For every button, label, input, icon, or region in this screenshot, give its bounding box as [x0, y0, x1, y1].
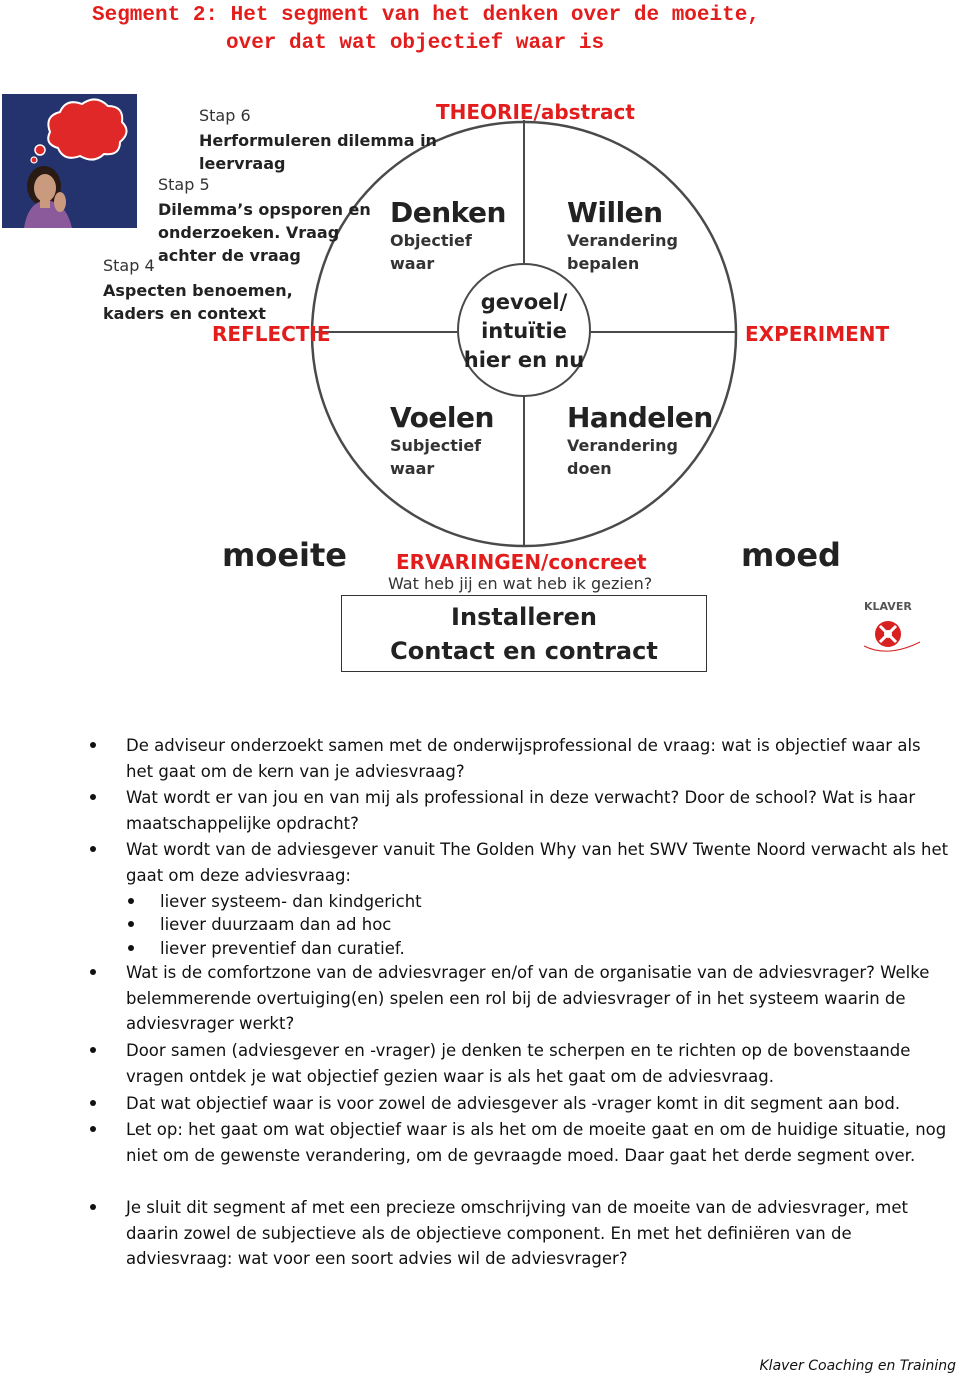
bullet-dot: [128, 945, 134, 951]
list-item: Wat is de comfortzone van de adviesvrage…: [0, 960, 960, 1037]
bullet-dot: [90, 969, 96, 975]
bullet-dot: [128, 921, 134, 927]
install-box: Installeren Contact en contract: [341, 595, 707, 672]
sub-list-item-text: liever preventief dan curatief.: [160, 939, 405, 958]
step-6-label: Stap 6: [199, 106, 251, 125]
list-item: De adviseur onderzoekt samen met de onde…: [0, 733, 960, 784]
quadrant-handelen: Handelen Verandering doen: [567, 401, 713, 480]
quadrant-willen: Willen Verandering bepalen: [567, 196, 678, 275]
list-item-text: Wat is de comfortzone van de adviesvrage…: [126, 963, 930, 1033]
quadrant-sub-line: waar: [390, 459, 435, 478]
bullet-dot: [128, 898, 134, 904]
learning-cycle-diagram: [310, 120, 738, 548]
quadrant-heading: Denken: [390, 196, 506, 229]
quadrant-heading: Handelen: [567, 401, 713, 434]
center-line-3: hier en nu: [463, 348, 585, 372]
quadrant-sub-line: waar: [390, 254, 435, 273]
center-text: gevoel/ intuïtie hier en nu: [458, 288, 590, 375]
list-item: Door samen (adviesgever en -vrager) je d…: [0, 1038, 960, 1089]
page-title: Segment 2: Het segment van het denken ov…: [92, 2, 760, 58]
bullet-dot: [90, 846, 96, 852]
step-4-label: Stap 4: [103, 256, 155, 275]
sub-list-item-text: liever systeem- dan kindgericht: [160, 892, 422, 911]
list-item-text: Let op: het gaat om wat objectief waar i…: [126, 1120, 947, 1165]
list-item-text: Je sluit dit segment af met een precieze…: [126, 1198, 908, 1268]
list-item: Let op: het gaat om wat objectief waar i…: [0, 1117, 960, 1168]
klaver-logo-mark: [863, 621, 921, 652]
list-item: Dat wat objectief waar is voor zowel de …: [0, 1091, 960, 1117]
install-line-1: Installeren: [451, 603, 597, 631]
bullet-dot: [90, 742, 96, 748]
klaver-logo: KLAVER: [858, 600, 924, 656]
install-line-2: Contact en contract: [390, 637, 658, 665]
logo-text: KLAVER: [864, 600, 912, 613]
bullet-dot: [90, 1126, 96, 1132]
sub-list-item: liever duurzaam dan ad hoc: [0, 913, 960, 936]
center-line-1: gevoel/: [480, 290, 568, 314]
bullet-dot: [90, 1100, 96, 1106]
list-item-text: De adviseur onderzoekt samen met de onde…: [126, 736, 921, 781]
center-line-2: intuïtie: [481, 319, 567, 343]
quadrant-voelen: Voelen Subjectief waar: [390, 401, 494, 480]
list-item-text: Door samen (adviesgever en -vrager) je d…: [126, 1041, 911, 1086]
bullet-dot: [90, 1204, 96, 1210]
sub-list-item: liever systeem- dan kindgericht: [0, 890, 960, 913]
step-4-line-2: kaders en context: [103, 304, 266, 323]
bullet-dot: [90, 794, 96, 800]
step-4-text: Aspecten benoemen, kaders en context: [103, 279, 293, 325]
step-5-line-1: Dilemma’s opsporen en: [158, 200, 371, 219]
quadrant-sub-line: Objectief: [390, 231, 472, 250]
bottom-question: Wat heb jij en wat heb ik gezien?: [388, 574, 653, 593]
list-item: Je sluit dit segment af met een precieze…: [0, 1195, 960, 1272]
list-item-text: Wat wordt van de adviesgever vanuit The …: [126, 840, 949, 885]
title-line-2: over dat wat objectief waar is: [226, 32, 605, 55]
step-5-label: Stap 5: [158, 175, 210, 194]
quadrant-denken: Denken Objectief waar: [390, 196, 506, 275]
bottom-axis-label: ERVARINGEN/concreet: [396, 550, 647, 574]
sub-list-item: liever preventief dan curatief.: [0, 937, 960, 960]
quadrant-sub-line: doen: [567, 459, 612, 478]
step-5-text: Dilemma’s opsporen en onderzoeken. Vraag…: [158, 198, 371, 267]
list-item: Wat wordt er van jou en van mij als prof…: [0, 785, 960, 836]
step-5-line-2: onderzoeken. Vraag: [158, 223, 340, 242]
quadrant-sub-line: Verandering: [567, 436, 678, 455]
right-axis-label: EXPERIMENT: [745, 322, 890, 346]
step-4-line-1: Aspecten benoemen,: [103, 281, 293, 300]
step-6-text: Herformuleren dilemma in leervraag: [199, 129, 437, 175]
left-axis-label: REFLECTIE: [212, 322, 331, 346]
bullet-dot: [90, 1047, 96, 1053]
center-circle: [457, 263, 591, 397]
title-line-1: Segment 2: Het segment van het denken ov…: [92, 4, 760, 27]
list-item-text: Wat wordt er van jou en van mij als prof…: [126, 788, 916, 833]
quadrant-sub-line: Subjectief: [390, 436, 482, 455]
thinking-woman-photo: [2, 94, 137, 228]
moeite-label: moeite: [222, 536, 347, 574]
quadrant-heading: Willen: [567, 196, 663, 229]
footer-credit: Klaver Coaching en Training: [759, 1358, 957, 1374]
sub-list-item-text: liever duurzaam dan ad hoc: [160, 915, 392, 934]
step-6-line-1: Herformuleren dilemma in: [199, 131, 437, 150]
list-item-text: Dat wat objectief waar is voor zowel de …: [126, 1094, 901, 1113]
top-axis-label: THEORIE/abstract: [436, 100, 635, 124]
quadrant-sub-line: Verandering: [567, 231, 678, 250]
quadrant-heading: Voelen: [390, 401, 494, 434]
step-6-line-2: leervraag: [199, 154, 286, 173]
list-item: Wat wordt van de adviesgever vanuit The …: [0, 837, 960, 888]
quadrant-sub-line: bepalen: [567, 254, 640, 273]
step-5-line-3: achter de vraag: [158, 246, 301, 265]
moed-label: moed: [741, 536, 841, 574]
